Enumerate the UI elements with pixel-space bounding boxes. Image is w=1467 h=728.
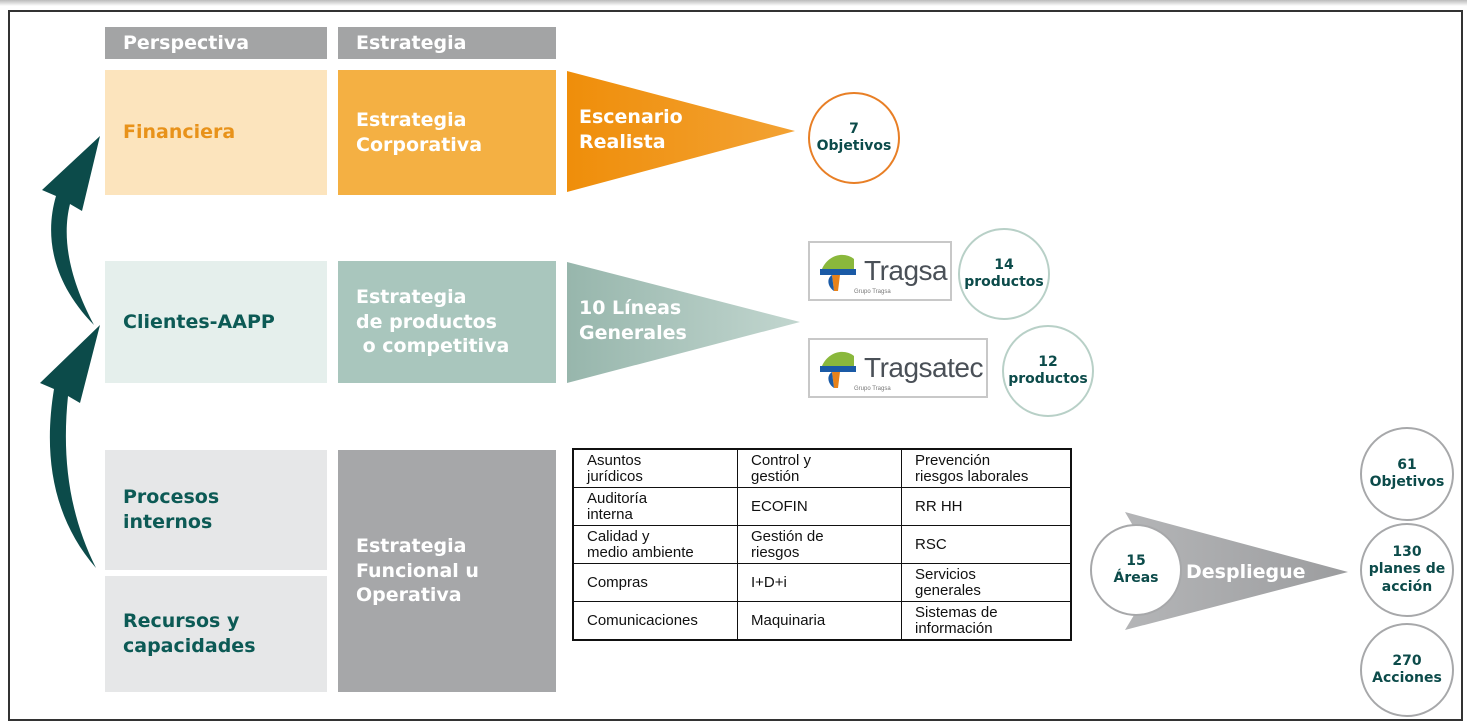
cell-text: Comunicaciones [587,611,698,629]
frame-border [8,10,1463,721]
cell-text: Calidad y medio ambiente [587,527,694,561]
strategy-corporativa-label: Estrategia Corporativa [356,108,483,156]
table-cell: Calidad y medio ambiente [572,525,738,564]
tragsatec-logo-text: Tragsatec [864,352,983,383]
cell-text: Compras [587,573,648,591]
table-cell: Prevención riesgos laborales [901,448,1072,488]
tragsatec-emblem-icon [820,351,856,388]
table-cell: Asuntos jurídicos [572,448,738,488]
strategy-funcional-label: Estrategia Funcional u Operativa [356,534,479,607]
perspective-financiera: Financiera [105,70,327,195]
table-cell: RSC [901,525,1072,564]
triangle-lineas-label: 10 Líneas Generales [579,297,687,344]
circle-61-objetivos: 61 Objetivos [1360,427,1454,521]
triangle-escenario-label: Escenario Realista [579,106,683,153]
strategy-productos: Estrategia de productos o competitiva [338,261,556,383]
table-cell: Sistemas de información [901,601,1072,641]
table-row: Asuntos jurídicos Control y gestión Prev… [572,448,1072,488]
perspective-clientes-label: Clientes-AAPP [123,310,275,333]
circle-12-productos: 12 productos [1002,325,1094,417]
circle-61-objetivos-label: 61 Objetivos [1369,456,1445,491]
table-cell: Control y gestión [737,448,902,488]
tragsa-logo: Tragsa Grupo Tragsa [808,241,952,301]
table-row: Comunicaciones Maquinaria Sistemas de in… [572,601,1072,641]
perspective-procesos: Procesos internos [105,450,327,570]
circle-15-areas-label: 15 Áreas [1113,552,1159,587]
cell-text: RSC [915,535,947,553]
triangle-despliegue [1125,512,1348,630]
table-cell: Auditoría interna [572,487,738,526]
cell-text: Control y gestión [751,451,812,485]
table-row: Calidad y medio ambiente Gestión de ries… [572,525,1072,564]
table-cell: Compras [572,563,738,602]
tragsa-logo-text: Tragsa [864,255,948,286]
tragsa-emblem-icon [820,254,856,291]
circle-14-productos: 14 productos [958,228,1050,320]
triangle-escenario [567,71,795,192]
table-cell: Servicios generales [901,563,1072,602]
strategy-funcional: Estrategia Funcional u Operativa [338,450,556,692]
table-cell: Comunicaciones [572,601,738,641]
cell-text: Asuntos jurídicos [587,451,643,485]
circle-7-objetivos-label: 7 Objetivos [816,120,892,155]
triangle-lineas [567,262,800,383]
areas-table: Asuntos jurídicos Control y gestión Prev… [572,448,1072,641]
table-cell: RR HH [901,487,1072,526]
perspective-recursos: Recursos y capacidades [105,576,327,692]
circle-15-areas: 15 Áreas [1090,524,1182,616]
cell-text: Prevención riesgos laborales [915,451,1029,485]
header-estrategia: Estrategia [338,27,556,59]
perspective-recursos-label: Recursos y capacidades [123,610,256,657]
circle-12-productos-label: 12 productos [1008,353,1088,388]
circle-270-acciones-label: 270 Acciones [1372,652,1442,687]
circle-14-productos-label: 14 productos [964,256,1044,291]
cell-text: ECOFIN [751,497,808,515]
table-cell: I+D+i [737,563,902,602]
table-row: Auditoría interna ECOFIN RR HH [572,487,1072,526]
perspective-clientes: Clientes-AAPP [105,261,327,383]
cell-text: I+D+i [751,573,787,591]
frame-shadow [0,0,1467,6]
perspective-financiera-label: Financiera [123,121,236,144]
cell-text: Servicios generales [915,565,981,599]
strategy-corporativa: Estrategia Corporativa [338,70,556,195]
arrow-up-icon [40,325,100,568]
tragsa-logo-sub: Grupo Tragsa [854,289,891,295]
circle-130-planes-label: 130 planes de acción [1368,543,1446,595]
table-cell: ECOFIN [737,487,902,526]
table-row: Compras I+D+i Servicios generales [572,563,1072,602]
circle-270-acciones: 270 Acciones [1360,623,1454,717]
cell-text: Maquinaria [751,611,826,629]
header-perspectiva: Perspectiva [105,27,327,59]
arrow-up-icon [42,136,100,325]
tragsatec-logo-sub: Grupo Tragsa [854,386,891,392]
circle-130-planes: 130 planes de acción [1360,523,1454,617]
table-cell: Gestión de riesgos [737,525,902,564]
tragsatec-logo: Tragsatec Grupo Tragsa [808,338,988,398]
triangle-despliegue-label: Despliegue [1186,561,1306,583]
circle-7-objetivos: 7 Objetivos [808,92,900,184]
table-cell: Maquinaria [737,601,902,641]
cell-text: Auditoría interna [587,489,648,523]
perspective-procesos-label: Procesos internos [123,486,220,533]
cell-text: RR HH [915,497,963,515]
strategy-productos-label: Estrategia de productos o competitiva [356,285,510,358]
cell-text: Gestión de riesgos [751,527,824,561]
cell-text: Sistemas de información [915,603,998,637]
